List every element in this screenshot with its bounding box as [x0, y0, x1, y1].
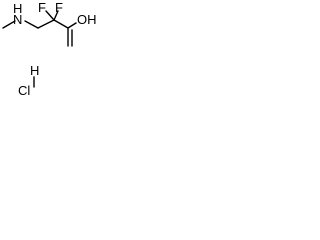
bond-c-f-left: [45, 10, 55, 21]
atom-label-n: N: [13, 12, 22, 27]
atom-label-f-left: F: [38, 0, 46, 15]
atom-label-cl: Cl: [18, 83, 30, 98]
bond-methyl-n: [2, 20, 16, 29]
bond-c-f-right: [53, 10, 59, 21]
bond-ch2-cf2: [37, 19, 55, 29]
bond-cf2-carboxyl: [53, 19, 69, 29]
atom-label-f-right: F: [55, 0, 63, 15]
chemical-structure: H N F F OH H Cl: [2, 0, 97, 98]
bond-c-oh: [67, 22, 77, 29]
chemical-structure-canvas: H N F F OH H Cl: [0, 0, 100, 100]
bond-n-ch2: [24, 20, 39, 29]
atom-label-h: H: [13, 1, 22, 16]
atom-label-hcl-h: H: [30, 63, 39, 78]
atom-label-oh: OH: [77, 12, 97, 27]
